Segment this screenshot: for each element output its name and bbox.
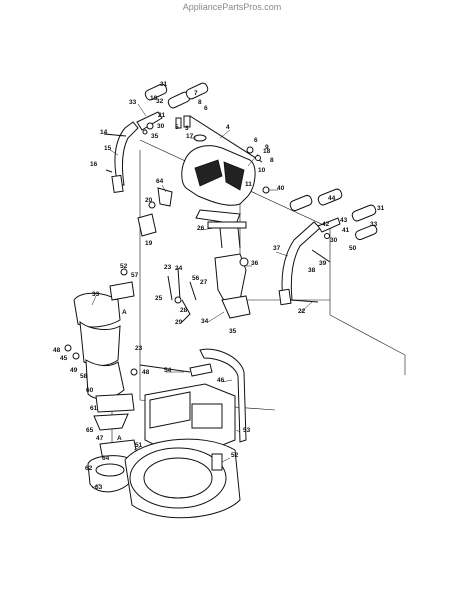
part-callout-48a: 48	[53, 347, 61, 354]
control-rod	[175, 115, 263, 163]
part-callout-6b: 6	[254, 137, 258, 144]
part-callout-52a: 52	[120, 263, 128, 270]
part-callout-19b: 19	[145, 240, 153, 247]
part-callout-22: 22	[298, 308, 306, 315]
part-callout-62: 62	[85, 465, 93, 472]
part-callout-37: 37	[273, 245, 281, 252]
part-callout-56: 56	[192, 275, 200, 282]
part-callout-30b: 30	[330, 237, 338, 244]
right-handle	[278, 188, 378, 306]
part-callout-57: 57	[131, 272, 139, 279]
part-callout-41: 41	[342, 227, 350, 234]
part-callout-30a: 30	[157, 123, 165, 130]
part-callout-64a: 64	[156, 178, 164, 185]
part-callout-48b: 48	[142, 369, 150, 376]
part-callout-43: 43	[340, 217, 348, 224]
part-callout-21: 21	[158, 112, 166, 119]
part-callout-65: 65	[86, 427, 94, 434]
part-callout-33b: 33	[370, 221, 378, 228]
part-callout-9: 9	[265, 144, 269, 151]
left-handle	[103, 82, 209, 194]
part-callout-49: 49	[70, 367, 78, 374]
part-callout-50: 50	[349, 245, 357, 252]
part-callout-3: 3	[185, 125, 189, 132]
part-callout-31b: 31	[377, 205, 385, 212]
leader-lines	[91, 103, 313, 489]
part-callout-44: 44	[328, 195, 336, 202]
part-callout-10: 10	[258, 167, 266, 174]
part-callout-51: 51	[135, 442, 143, 449]
part-callout-53: 53	[243, 427, 251, 434]
part-callout-45: 45	[60, 355, 68, 362]
part-callout-46: 46	[217, 377, 225, 384]
part-callout-60: 60	[86, 387, 94, 394]
part-callout-33c: 33	[92, 291, 100, 298]
part-callout-7: 7	[194, 90, 198, 97]
watermark: AppliancePartsPros.com	[182, 2, 282, 12]
part-callout-4: 4	[226, 124, 230, 131]
part-callout-15: 15	[104, 145, 112, 152]
part-callout-34: 34	[201, 318, 209, 325]
part-callout-54: 54	[164, 367, 172, 374]
part-callout-17: 17	[186, 133, 194, 140]
part-callout-38: 38	[308, 267, 316, 274]
part-callout-64b: 64	[102, 455, 110, 462]
part-callout-14: 14	[100, 129, 108, 136]
part-callout-6a: 6	[204, 105, 208, 112]
part-callout-8b: 8	[270, 157, 274, 164]
part-callout-5: 5	[175, 124, 179, 131]
part-callout-35b: 35	[229, 328, 237, 335]
part-callout-28: 28	[180, 307, 188, 314]
part-callout-58: 58	[80, 373, 88, 380]
part-callout-Ab: A	[117, 435, 122, 442]
engine-auger-housing	[124, 348, 247, 519]
part-callout-42: 42	[322, 221, 330, 228]
part-callout-52b: 52	[231, 452, 239, 459]
part-callout-11: 11	[245, 181, 252, 188]
part-callout-23b: 23	[135, 345, 143, 352]
part-callout-29: 29	[175, 319, 183, 326]
chute-assembly	[64, 268, 138, 431]
part-callout-63: 63	[95, 484, 103, 491]
part-callout-36: 36	[251, 260, 259, 267]
part-callout-32: 32	[156, 98, 164, 105]
part-callout-33a: 33	[129, 99, 137, 106]
part-callout-26: 26	[197, 225, 205, 232]
part-callout-47: 47	[96, 435, 104, 442]
part-callout-40: 40	[277, 185, 285, 192]
part-callout-8a: 8	[198, 99, 202, 106]
part-callout-31a: 31	[160, 81, 168, 88]
part-callout-39: 39	[319, 260, 327, 267]
part-callout-16: 16	[90, 161, 98, 168]
part-callout-19a: 19	[150, 95, 158, 102]
dash-panel	[181, 134, 256, 249]
part-callout-25: 25	[155, 295, 163, 302]
part-callout-23a: 23	[164, 264, 172, 271]
part-callout-61: 61	[90, 405, 98, 412]
part-callout-35a: 35	[151, 133, 159, 140]
part-callout-20: 20	[145, 197, 153, 204]
part-callout-Aa: A	[122, 309, 127, 316]
part-callout-24: 24	[175, 265, 183, 272]
part-callout-18: 18	[263, 148, 271, 155]
shift-bracket	[167, 253, 251, 323]
part-callout-27: 27	[200, 279, 208, 286]
